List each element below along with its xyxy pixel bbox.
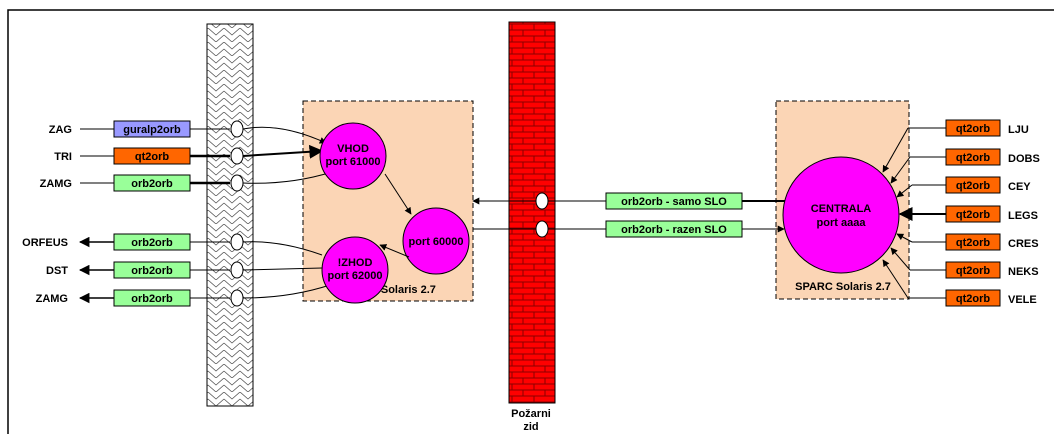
right-source-row: qt2orb CEY <box>896 176 1031 198</box>
left-output-label: ORFEUS <box>22 237 68 249</box>
qt2orb-box[interactable] <box>945 233 1001 251</box>
vhod-connector <box>242 126 327 144</box>
right-source-row: qt2orb LEGS <box>898 205 1038 223</box>
qt2orb-label: qt2orb <box>956 152 991 164</box>
qt2orb-box[interactable] <box>945 148 1001 166</box>
izhod-connector <box>242 241 323 256</box>
vhod-title: VHOD <box>337 143 369 155</box>
qt2orb-label: qt2orb <box>956 180 991 192</box>
qt2orb-label: qt2orb <box>956 209 991 221</box>
left-source-label: ZAMG <box>40 178 72 190</box>
vhod-to-router-arrow <box>384 173 412 215</box>
qt2orb-box[interactable] <box>945 261 1001 279</box>
left-output-label: ZAMG <box>36 293 68 305</box>
qt2orb-label: qt2orb <box>956 237 991 249</box>
orb2orb-label: orb2orb <box>131 265 173 277</box>
link-razen-slo-label: orb2orb - razen SLO <box>621 224 727 236</box>
left-source-row: ZAMG orb2orb <box>40 174 230 192</box>
orb2orb-label: orb2orb <box>131 237 173 249</box>
izhod-connector <box>242 284 331 299</box>
right-source-row: qt2orb NEKS <box>890 247 1039 279</box>
izhod-connector <box>242 267 323 271</box>
qt2orb-label: qt2orb <box>956 293 991 305</box>
centrala-node <box>782 156 900 274</box>
guralp2orb-label: guralp2orb <box>123 124 181 136</box>
qt2orb-box[interactable] <box>945 119 1001 137</box>
qt2orb-box[interactable] <box>945 176 1001 194</box>
left-output-label: DST <box>46 265 68 277</box>
vhod-connector <box>242 170 333 184</box>
right-source-rows: qt2orb LJU qt2orb DOBS qt2orb CEY qt2orb… <box>882 119 1040 307</box>
qt2orb-label: qt2orb <box>956 265 991 277</box>
right-source-row: qt2orb VELE <box>882 259 1037 307</box>
left-output-row: DST orb2orb <box>46 261 230 279</box>
right-source-row: qt2orb DOBS <box>890 148 1040 184</box>
router-node <box>402 207 470 275</box>
firewall <box>508 21 556 404</box>
right-source-row: qt2orb CRES <box>896 233 1039 251</box>
qt2orb-label: qt2orb <box>135 151 170 163</box>
centrala-port: port aaaa <box>817 217 867 229</box>
right-source-label: CRES <box>1008 238 1039 250</box>
left-source-label: TRI <box>54 151 72 163</box>
qt2orb-label: qt2orb <box>956 123 991 135</box>
right-source-label: NEKS <box>1008 266 1039 278</box>
vhod-node <box>319 122 387 190</box>
left-source-row: ZAG guralp2orb <box>49 120 230 138</box>
right-source-label: LJU <box>1008 124 1029 136</box>
right-source-label: DOBS <box>1008 153 1040 165</box>
qt2orb-box[interactable] <box>945 289 1001 307</box>
right-server-os: SPARC Solaris 2.7 <box>795 281 891 293</box>
right-source-label: LEGS <box>1008 210 1038 222</box>
firewall-port-ellipse <box>535 220 549 238</box>
right-source-row: qt2orb LJU <box>882 119 1029 173</box>
left-output-row: ZAMG orb2orb <box>36 289 230 307</box>
orb2orb-label: orb2orb <box>131 178 173 190</box>
firewall-label-1: Požarni <box>511 408 551 420</box>
vhod-port: port 61000 <box>325 156 380 168</box>
left-port-ellipses <box>230 120 244 307</box>
port-ellipse <box>230 233 244 251</box>
centrala-title: CENTRALA <box>811 203 872 215</box>
left-output-row: ORFEUS orb2orb <box>22 233 230 251</box>
left-network-strip <box>206 23 254 407</box>
port-ellipse <box>230 261 244 279</box>
right-source-label: CEY <box>1008 181 1031 193</box>
izhod-port: port 62000 <box>327 270 382 282</box>
router-port: port 60000 <box>408 236 463 248</box>
outer-frame <box>7 9 1054 439</box>
izhod-node <box>321 236 389 304</box>
port-ellipse <box>230 174 244 192</box>
qt2orb-box[interactable] <box>945 205 1001 223</box>
port-ellipse <box>230 120 244 138</box>
left-source-row: TRI qt2orb <box>54 147 230 165</box>
orb2orb-label: orb2orb <box>131 293 173 305</box>
firewall-label-2: zid <box>523 421 538 433</box>
izhod-title: !ZHOD <box>338 257 373 269</box>
firewall-port-ellipse <box>535 192 549 210</box>
router-to-izhod-arrow <box>379 244 410 258</box>
right-source-label: VELE <box>1008 294 1037 306</box>
left-source-label: ZAG <box>49 124 72 136</box>
port-ellipse <box>230 147 244 165</box>
link-samo-slo-label: orb2orb - samo SLO <box>621 196 727 208</box>
port-ellipse <box>230 289 244 307</box>
vhod-connector <box>242 144 324 159</box>
